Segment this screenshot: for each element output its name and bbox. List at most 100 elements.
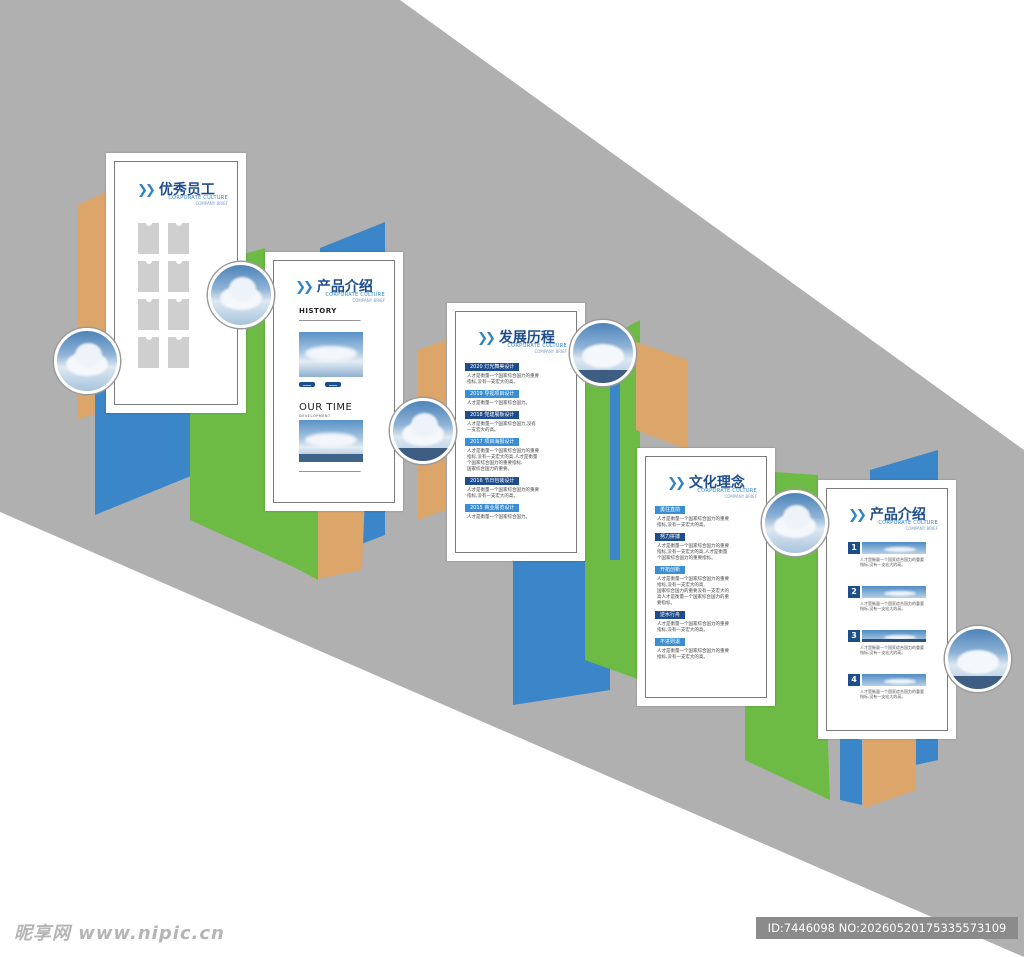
- timeline-text: 高人才是衡量一个国家综合国力的重: [657, 595, 729, 600]
- product-desc: 人才是衡量一个国家综合国力的重要: [860, 557, 924, 562]
- chevron-icon: ❯❯: [137, 183, 156, 198]
- timeline-tag: 2015 商业展览设计: [465, 504, 520, 512]
- timeline-text: 指标,没有一支宏大的高。: [657, 523, 708, 528]
- staff-photo-slot: [168, 258, 189, 292]
- block-blue-5b: [840, 735, 862, 805]
- timeline-text: 人才是衡量一个国家综合国力,没有: [467, 422, 536, 427]
- chevron-icon: ❯❯: [295, 280, 314, 295]
- panel-frame: [273, 260, 395, 503]
- staff-photo-slot: [138, 220, 159, 254]
- product-desc: 指标,没有一支宏大的高。: [860, 694, 906, 699]
- sky-photo-circle: [208, 262, 274, 328]
- timeline-text: 指标,没有一支宏大的高。: [657, 655, 708, 660]
- product-photo-strip: [862, 630, 926, 642]
- watermark-site: 昵享网 www.nipic.cn: [14, 923, 225, 944]
- our-time-photo: [299, 420, 363, 462]
- panel-title-text: 文化理念: [688, 475, 745, 491]
- timeline-text: 人才是衡量一个国家综合国力的重要: [467, 449, 539, 454]
- panel-frame: [645, 456, 767, 698]
- panel-title: ❯❯产品介绍: [818, 504, 956, 524]
- product-photo-strip: [862, 586, 926, 598]
- product-number-badge: 1: [848, 542, 860, 554]
- product-photo-strip: [862, 542, 926, 554]
- staff-photo-slot: [168, 296, 189, 330]
- panel-frame: [826, 488, 948, 731]
- our-time-text: ▁▁▁▁▁▁▁▁▁▁▁▁▁▁▁▁▁▁▁▁: [299, 467, 361, 472]
- sky-photo-circle: [570, 320, 636, 386]
- panel-subtitle-2: COMPANY BRIEF: [195, 201, 228, 206]
- staff-photo-slot: [138, 296, 159, 330]
- block-orange-5: [864, 735, 916, 808]
- product-desc: 人才是衡量一个国家综合国力的重要: [860, 601, 924, 606]
- timeline-tag: 逆水行舟: [655, 611, 686, 619]
- panel-subtitle: CORPORATE CULTURE: [878, 520, 938, 526]
- timeline-tag: 勇往直前: [655, 506, 686, 514]
- timeline-text: 人才是衡量一个国家综合国力。: [467, 401, 530, 406]
- timeline-tag: 2018 党建展板设计: [465, 411, 520, 419]
- chevron-icon: ❯❯: [477, 331, 496, 346]
- product-photo-strip: [862, 674, 926, 686]
- history-text: ▁▁▁▁▁▁▁▁▁▁▁▁▁▁▁▁▁▁▁▁: [299, 316, 361, 321]
- panel-subtitle: CORPORATE CULTURE: [168, 195, 228, 201]
- chevron-icon: ❯❯: [667, 476, 686, 491]
- chevron-icon: ❯❯: [848, 508, 867, 523]
- timeline-text: 人才是衡量一个国家综合国力的重要: [657, 577, 729, 582]
- product-desc: 人才是衡量一个国家综合国力的重要: [860, 689, 924, 694]
- panel-title-text: 优秀员工: [158, 182, 215, 198]
- timeline-tag: 2016 节日包装设计: [465, 477, 520, 485]
- timeline-text: 人才是衡量一个国家综合国力的重要: [657, 622, 729, 627]
- panel-development-history: ❯❯发展历程 CORPORATE CULTURE COMPANY BRIEF 2…: [447, 303, 585, 561]
- panel-subtitle-2: COMPANY BRIEF: [352, 298, 385, 303]
- product-desc: 指标,没有一支宏大的高。: [860, 650, 906, 655]
- timeline-text: 要指标。: [657, 601, 675, 606]
- panel-subtitle-2: COMPANY BRIEF: [724, 494, 757, 499]
- timeline-text: 人才是衡量一个国家综合国力的重要: [467, 374, 539, 379]
- panel-title: ❯❯发展历程: [447, 327, 585, 347]
- product-desc: 指标,没有一支宏大的高。: [860, 606, 906, 611]
- timeline-text: 人才是衡量一个国家综合国力的重要: [657, 517, 729, 522]
- timeline-text: 指标,没有一支宏大的高,: [657, 583, 705, 588]
- panel-subtitle: CORPORATE CULTURE: [325, 292, 385, 298]
- timeline-text: 国家综合国力的重要。: [467, 467, 512, 472]
- timeline-text: 指标,没有一支宏大的高。: [467, 494, 518, 499]
- timeline-text: 指标,没有一支宏大的高,人才是衡量: [657, 550, 728, 555]
- timeline-text: 个国家综合国力的重要指标。: [657, 556, 716, 561]
- history-pill: ▁▁▁: [299, 382, 316, 387]
- panel-title-text: 产品介绍: [869, 507, 926, 523]
- timeline-text: 指标,没有一支宏大的高,人才是衡量: [467, 455, 538, 460]
- panel-subtitle-2: COMPANY BRIEF: [905, 526, 938, 531]
- timeline-text: 一支宏大的高。: [467, 428, 499, 433]
- product-desc: 人才是衡量一个国家综合国力的重要: [860, 645, 924, 650]
- staff-photo-slot: [168, 220, 189, 254]
- our-time-heading: OUR TIME: [299, 402, 353, 413]
- panel-culture-concept: ❯❯文化理念 CORPORATE CULTURE COMPANY BRIEF 勇…: [637, 448, 775, 706]
- panel-title: ❯❯产品介绍: [265, 276, 403, 296]
- sky-photo-circle: [762, 490, 828, 556]
- timeline-text: 个国家综合国力的重要指标,: [467, 461, 523, 466]
- timeline-text: 国家综合国力的重要没有一支宏大的: [657, 589, 729, 594]
- product-number-badge: 4: [848, 674, 860, 686]
- panel-product-intro-2: ❯❯产品介绍 CORPORATE CULTURE COMPANY BRIEF 1…: [818, 480, 956, 739]
- timeline-text: 人才是衡量一个国家综合国力。: [467, 515, 530, 520]
- panel-subtitle-2: COMPANY BRIEF: [534, 349, 567, 354]
- history-pill: ▁▁▁: [325, 382, 342, 387]
- timeline-tag: 2020 灯光舞美设计: [465, 363, 520, 371]
- block-orange-2: [312, 495, 365, 580]
- image-id-bar: ID:7446098 NO:20260520175335573109: [756, 917, 1018, 939]
- timeline-text: 人才是衡量一个国家综合国力的重要: [657, 544, 729, 549]
- timeline-tag: 2017 项目海报设计: [465, 438, 520, 446]
- block-blue-3b: [610, 380, 620, 560]
- product-desc: 指标,没有一支宏大的高。: [860, 562, 906, 567]
- timeline-text: 人才是衡量一个国家综合国力的重要: [657, 649, 729, 654]
- panel-title: ❯❯优秀员工: [106, 179, 246, 199]
- timeline-tag: 2019 导视项目设计: [465, 390, 520, 398]
- timeline-tag: 努力拼搏: [655, 533, 686, 541]
- development-label: DEVELOPMENT: [299, 414, 331, 418]
- timeline-text: 指标,没有一支宏大的高。: [467, 380, 518, 385]
- panel-subtitle: CORPORATE CULTURE: [697, 488, 757, 494]
- staff-photo-slot: [168, 334, 189, 368]
- history-photo: [299, 332, 363, 377]
- product-number-badge: 2: [848, 586, 860, 598]
- sky-photo-circle: [54, 328, 120, 394]
- product-number-badge: 3: [848, 630, 860, 642]
